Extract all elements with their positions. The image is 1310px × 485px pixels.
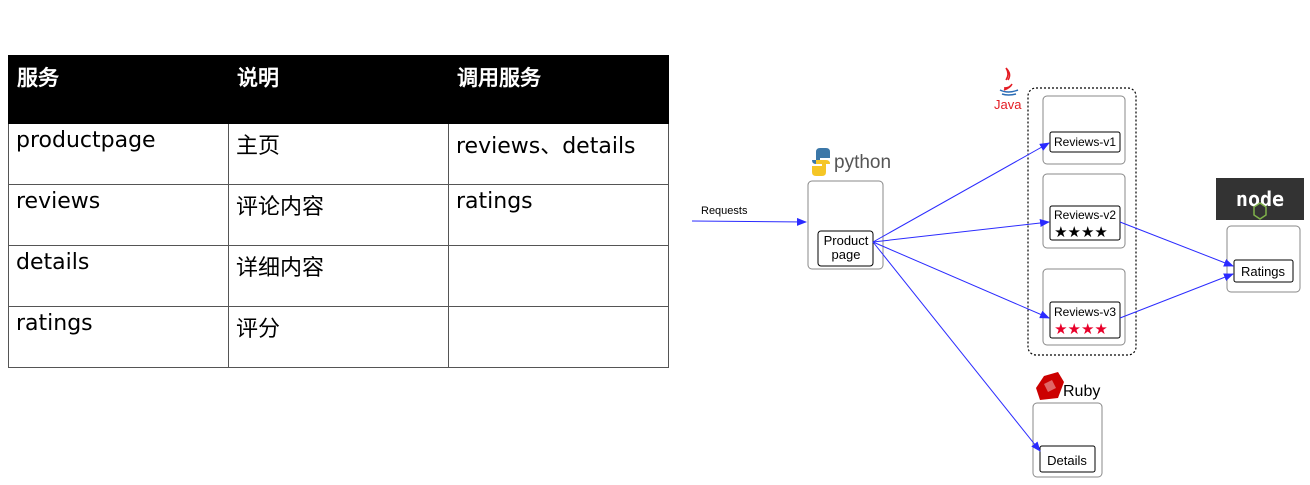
ratings-box	[1233, 259, 1294, 283]
arrow-productpage-to-reviews-v2	[872, 219, 1050, 243]
arrow-reviews-v2-to-ratings	[1119, 221, 1234, 267]
node-logo-label: node	[1236, 187, 1284, 211]
productpage-label-2: page	[832, 247, 861, 262]
header-service: 服务	[8, 55, 229, 124]
cell-description: 详细内容	[228, 245, 449, 307]
productpage-label-1: Product	[824, 233, 869, 248]
python-label: python	[834, 152, 891, 173]
table-row: productpage 主页 reviews、details	[8, 123, 669, 185]
arrow-productpage-to-details	[872, 241, 1041, 452]
requests-arrow	[691, 217, 807, 226]
details-box	[1039, 445, 1096, 473]
reviews-v2-label: Reviews-v2	[1054, 208, 1116, 222]
reviews-v2-box	[1049, 205, 1121, 241]
arrow-productpage-to-reviews-v1	[872, 142, 1050, 243]
node-logo-icon	[1216, 178, 1304, 220]
cell-service: details	[8, 245, 229, 307]
reviews-v3-label: Reviews-v3	[1054, 305, 1116, 319]
node-hex-icon	[1253, 202, 1267, 220]
reviews-v3-box	[1049, 301, 1121, 339]
arrow-reviews-v3-to-ratings	[1119, 273, 1234, 319]
table-row: details 详细内容	[8, 245, 669, 307]
cell-service: reviews	[8, 184, 229, 246]
java-label: Java	[994, 97, 1022, 112]
table-row: ratings 评分	[8, 306, 669, 368]
details-label: Details	[1047, 453, 1087, 468]
productpage-box	[817, 230, 874, 267]
reviews-v2-stars: ★★★★	[1054, 223, 1108, 241]
cell-description: 评分	[228, 306, 449, 368]
cell-service: productpage	[8, 123, 229, 185]
table-header-row: 服务 说明 调用服务	[8, 55, 669, 124]
cell-calls: reviews、details	[448, 123, 669, 185]
services-table: 服务 说明 调用服务 productpage 主页 reviews、detail…	[8, 55, 669, 368]
requests-label: Requests	[701, 205, 748, 217]
reviews-container	[1027, 87, 1137, 356]
ruby-label: Ruby	[1063, 383, 1100, 400]
cell-calls: ratings	[448, 184, 669, 246]
cell-service: ratings	[8, 306, 229, 368]
ruby-logo-icon	[1036, 372, 1064, 400]
arrow-productpage-to-reviews-v3	[872, 241, 1050, 319]
cell-calls	[448, 306, 669, 368]
java-logo-icon	[999, 67, 1019, 96]
connection-arrows	[872, 142, 1234, 452]
reviews-v1-box	[1049, 131, 1121, 153]
reviews-v3-stars: ★★★★	[1054, 320, 1108, 338]
reviews-v1-label: Reviews-v1	[1054, 135, 1116, 149]
ratings-label: Ratings	[1241, 264, 1286, 279]
table-row: reviews 评论内容 ratings	[8, 184, 669, 246]
python-logo-icon	[812, 148, 830, 176]
header-description: 说明	[228, 55, 449, 124]
reviews-v1-node	[1042, 95, 1126, 165]
